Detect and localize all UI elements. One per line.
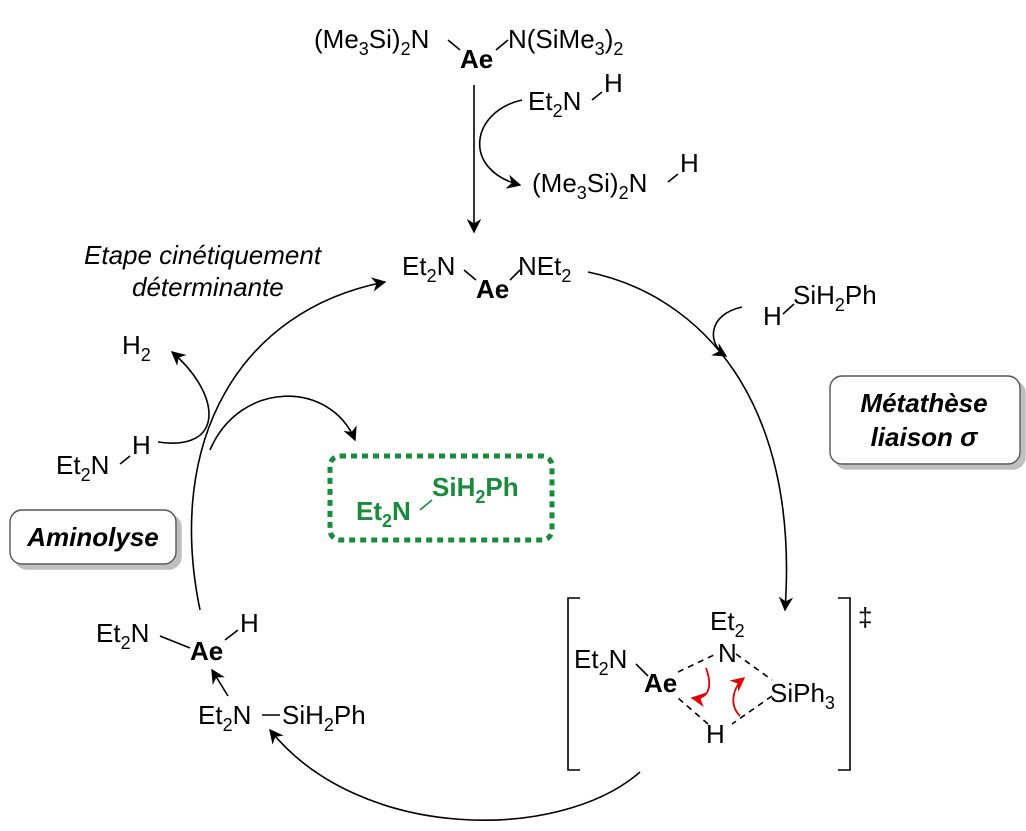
hydride-aeh-bond	[224, 629, 239, 641]
catalyst-metal: Ae	[476, 274, 509, 304]
amine-left-et2n: Et2N	[56, 450, 109, 485]
ts-dash-n-si	[735, 653, 773, 681]
ts-dash-si-h	[731, 695, 773, 725]
silane-sih2ph: SiH2Ph	[793, 280, 877, 315]
metathesis-line-2: liaison σ	[871, 422, 980, 452]
precursor-bond-left	[447, 39, 461, 51]
silane-hsi-bond	[782, 303, 795, 315]
amine-top-nh-bond	[591, 91, 603, 101]
catalyst-complex: Et2N Ae NEt2	[402, 251, 571, 304]
ts-metal: Ae	[644, 668, 677, 698]
hmds-text: (Me3Si)2N	[532, 168, 647, 203]
hydride-et2n: Et2N	[96, 618, 149, 653]
ts-left-bracket	[567, 597, 580, 771]
aminolysis-label: Aminolyse	[26, 522, 159, 552]
metathesis-line-1: Métathèse	[860, 388, 987, 418]
product-et2n: Et2N	[356, 496, 411, 531]
precursor-right-amido: N(SiMe3)2	[508, 24, 623, 59]
ts-right-bracket	[838, 597, 851, 771]
ts-red-arrow-right	[729, 677, 746, 717]
product-sih2ph: SiH2Ph	[432, 472, 519, 507]
aminolysis-box: Aminolyse	[9, 509, 177, 565]
cycle-arc-aminolysis	[190, 277, 387, 611]
transition-state: ‡ Et2 N Et2N Ae SiPh3 H	[567, 597, 872, 771]
product-silylamine: Et2N SiH2Ph	[327, 453, 555, 543]
ts-n-top: N	[718, 638, 737, 668]
ts-dagger: ‡	[858, 602, 872, 632]
amine-top-et2n: Et2N	[528, 86, 581, 121]
silane-h: H	[763, 301, 782, 331]
coordinated-silylamine: Et2N SiH2Ph	[198, 700, 366, 735]
ts-dash-ae-n	[677, 653, 717, 673]
ts-nae-bond	[635, 663, 649, 677]
product-release-arrow	[209, 395, 357, 451]
ts-red-arrow-left	[690, 667, 711, 707]
catalyst-bond-right	[509, 269, 521, 281]
ts-h: H	[706, 719, 725, 749]
rate-line-1: Etape cinétiquement	[84, 240, 323, 270]
rate-determining-label: Etape cinétiquement déterminante	[84, 240, 323, 302]
silane-curved-arrow	[711, 306, 743, 357]
metathesis-box-frame	[829, 375, 1021, 465]
ts-siph3: SiPh3	[770, 678, 835, 713]
silane-reagent: H SiH2Ph	[763, 280, 877, 331]
exchange-curved-arrow	[478, 99, 523, 189]
hmds-nh-bond	[667, 173, 679, 183]
ts-et2n-left: Et2N	[574, 644, 627, 679]
hydride-h: H	[240, 608, 259, 638]
silylamine-sih2ph: SiH2Ph	[282, 700, 366, 735]
rate-line-2: déterminante	[132, 272, 284, 302]
silylamine-et2n: Et2N	[198, 700, 251, 735]
hydride-nae-bond	[159, 635, 191, 649]
precursor-bond-right	[495, 39, 509, 51]
hmds-byproduct: (Me3Si)2N H	[532, 148, 699, 203]
product-nsi-bond	[419, 499, 433, 511]
precursor-complex: (Me3Si)2N Ae N(SiMe3)2	[314, 24, 623, 74]
h2-byproduct: H2	[122, 330, 151, 365]
precursor-left-amido: (Me3Si)2N	[314, 24, 429, 59]
aminolysis-box-frame	[9, 509, 177, 565]
h2-release-arrow	[157, 351, 210, 444]
amine-top-h: H	[604, 68, 623, 98]
precursor-metal: Ae	[460, 44, 493, 74]
amine-left-nh-bond	[119, 455, 131, 465]
hydride-complex: Et2N Ae H	[96, 608, 259, 666]
amine-reagent-top: Et2N H	[528, 68, 623, 121]
metathesis-box: Métathèse liaison σ	[829, 375, 1021, 465]
hydride-metal: Ae	[190, 636, 223, 666]
coordination-arrow	[211, 668, 229, 697]
amine-reagent-left: Et2N H	[56, 430, 151, 485]
product-box-frame	[327, 453, 555, 543]
ts-dash-h-ae	[677, 697, 709, 725]
catalyst-bond-left	[463, 269, 477, 281]
catalyst-right-amido: NEt2	[518, 251, 571, 286]
cycle-arc-bottom	[269, 728, 641, 821]
amine-left-h: H	[132, 430, 151, 460]
catalyst-left-amido: Et2N	[402, 251, 455, 286]
ts-et2-top: Et2	[710, 606, 745, 641]
hmds-h: H	[680, 148, 699, 178]
cycle-arc-metathesis	[587, 271, 794, 612]
